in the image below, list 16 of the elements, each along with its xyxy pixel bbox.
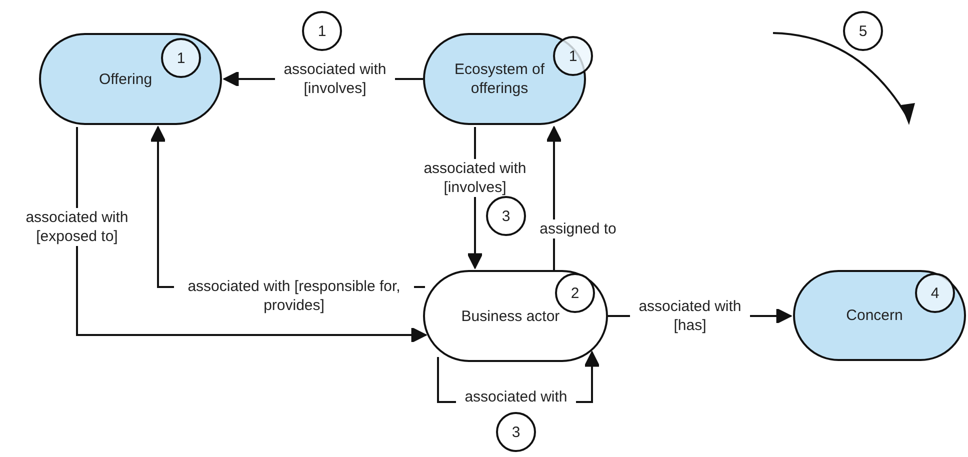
callout-number: 1: [553, 36, 593, 76]
callout-number: 4: [915, 273, 955, 313]
node-label: Ecosystem of offerings: [453, 60, 546, 98]
callout-number: 5: [843, 11, 883, 51]
callout-number: 1: [302, 11, 342, 51]
callout-number: 1: [161, 38, 201, 78]
edge-label: associated with [has]: [630, 297, 750, 335]
callout-number: 3: [486, 196, 526, 236]
connector-arrow: [76, 127, 427, 343]
node-label: Offering: [98, 70, 154, 88]
edge-label: associated with [responsible for, provides]: [174, 277, 414, 315]
callout-number: 3: [496, 412, 536, 452]
edge-label: associated with [involves]: [275, 60, 395, 98]
node-label: Concern: [846, 306, 904, 325]
callout-number: 2: [555, 273, 595, 313]
connector-arrow: [546, 126, 562, 270]
